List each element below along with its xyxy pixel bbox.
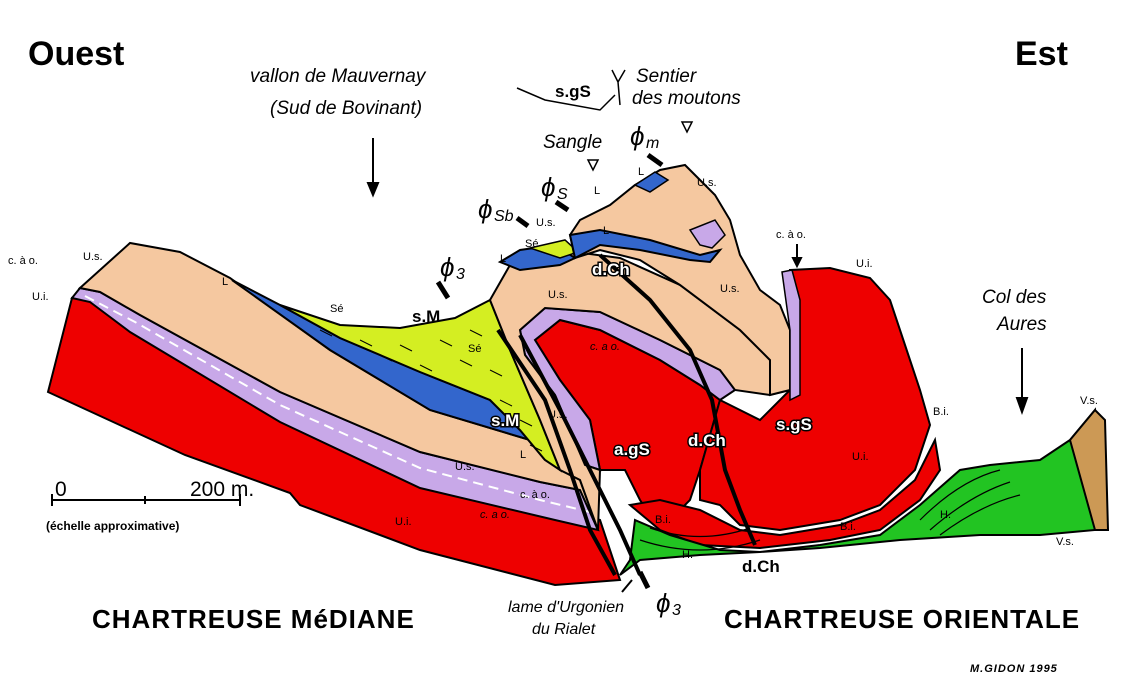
senonian-hatching	[319, 329, 543, 452]
phi-m-sub: m	[646, 135, 659, 152]
summit-lumachelle	[568, 228, 723, 264]
direction-arrows	[366, 138, 1029, 593]
phi-s-symbol: ϕ	[541, 172, 555, 202]
open-triangles	[586, 121, 694, 172]
valanginian	[1068, 408, 1110, 531]
phi-sb-sub: Sb	[494, 208, 514, 225]
dch-mid-label: d.Ch	[688, 431, 726, 450]
fault-phi-sb: ϕ Sb	[478, 194, 514, 225]
phi-sb-symbol: ϕ	[478, 194, 492, 224]
fault-phi-3-bottom: ϕ 3	[656, 588, 681, 619]
vs-bottom-label: V.s.	[1056, 536, 1074, 548]
dch-bottom-label: d.Ch	[742, 557, 780, 576]
fault-lines	[496, 253, 757, 576]
col-label-1: Col des	[982, 287, 1047, 308]
l-west-label: L	[222, 276, 228, 288]
sentier-label-1: Sentier	[636, 66, 697, 87]
fault-markers	[435, 152, 664, 590]
sm-top-label: s.M	[412, 307, 440, 326]
west-label: Ouest	[28, 35, 124, 73]
h-west-label: H.	[682, 549, 693, 561]
author-signature: M.GIDON 1995	[970, 663, 1058, 675]
sangle-label: Sangle	[543, 132, 602, 153]
scale-zero: 0	[55, 478, 67, 501]
phi-3-top-sub: 3	[456, 266, 465, 283]
ui-east-top-label: U.i.	[856, 258, 873, 270]
se-mid-label: Sé	[468, 343, 481, 355]
sm-fault-label: s.M	[491, 411, 519, 430]
se-west-label: Sé	[330, 303, 343, 315]
us-summit-label: U.s.	[697, 177, 717, 189]
fault-phi-m: ϕ m	[630, 121, 659, 152]
fault-phi-3-top: ϕ 3	[440, 252, 465, 283]
vallon-label-1: vallon de Mauvernay	[250, 66, 427, 87]
us-east-label: U.s.	[720, 283, 740, 295]
region-median: CHARTREUSE MéDIANE	[92, 604, 415, 634]
dch-top-label: d.Ch	[592, 260, 630, 279]
l-summit-label: L	[594, 185, 600, 197]
region-orientale: CHARTREUSE ORIENTALE	[724, 604, 1080, 634]
summit-orbitolina	[688, 219, 726, 249]
ags-label: a.gS	[614, 440, 650, 459]
east-label: Est	[1015, 35, 1068, 73]
urgonian-lower-east	[699, 266, 932, 532]
bi-east-label: B.i.	[933, 406, 949, 418]
sgs-top-label: s.gS	[555, 82, 591, 101]
fault-phi-s: ϕ S	[541, 172, 568, 203]
cao-band-label: c. a o.	[480, 509, 510, 521]
phi-3-bottom-sub: 3	[672, 602, 681, 619]
phi-3-bottom-symbol: ϕ	[656, 588, 670, 618]
cao-west-label: c. à o.	[8, 255, 38, 267]
cao-fold-label: c. a o.	[590, 341, 620, 353]
ui-bottom-label: U.i.	[395, 516, 412, 528]
us-west-label: U.s.	[83, 251, 103, 263]
lame-label-1: lame d'Urgonien	[508, 599, 624, 616]
vs-top-label: V.s.	[1080, 395, 1098, 407]
hauterivian-bedding	[639, 469, 1021, 551]
l-sheet-label: L	[603, 225, 609, 237]
sgs-bracket	[516, 69, 626, 111]
orbitolina-east	[781, 269, 801, 402]
lame-label-2: du Rialet	[532, 621, 596, 638]
l-thrust-label: L	[500, 253, 506, 265]
us-thrust-label: U.s.	[536, 217, 556, 229]
l-lower-label: L	[520, 449, 526, 461]
scale-note: (échelle approximative)	[46, 519, 179, 533]
vallon-label-2: (Sud de Bovinant)	[270, 98, 422, 119]
bi-syncline-label: B.i.	[655, 514, 671, 526]
sgs-east-label: s.gS	[776, 415, 812, 434]
l-cap-label: L	[638, 166, 644, 178]
bi-syncline-east-label: B.i.	[840, 521, 856, 533]
phi-3-top-symbol: ϕ	[440, 252, 454, 282]
col-label-2: Aures	[996, 314, 1047, 335]
ui-east-label: U.i.	[852, 451, 869, 463]
us-anticline-label: U.s.	[548, 289, 568, 301]
h-east-label: H.	[940, 509, 951, 521]
us-lower-label: U.s.	[455, 461, 475, 473]
phi-m-symbol: ϕ	[630, 121, 644, 151]
se-thrust-label: Sé	[525, 238, 538, 250]
sentier-label-2: des moutons	[632, 88, 741, 109]
summit-cap-lumachelle	[633, 171, 670, 193]
cao-east-label: c. à o.	[776, 229, 806, 241]
barremian-syncline	[627, 436, 942, 550]
us-fault-label: U.s.	[548, 409, 568, 421]
ui-west-label: U.i.	[32, 291, 49, 303]
cao-mid-label: c. à o.	[520, 489, 550, 501]
phi-s-sub: S	[557, 186, 568, 203]
scale-max: 200 m.	[190, 478, 254, 501]
scale-bar	[51, 494, 241, 506]
